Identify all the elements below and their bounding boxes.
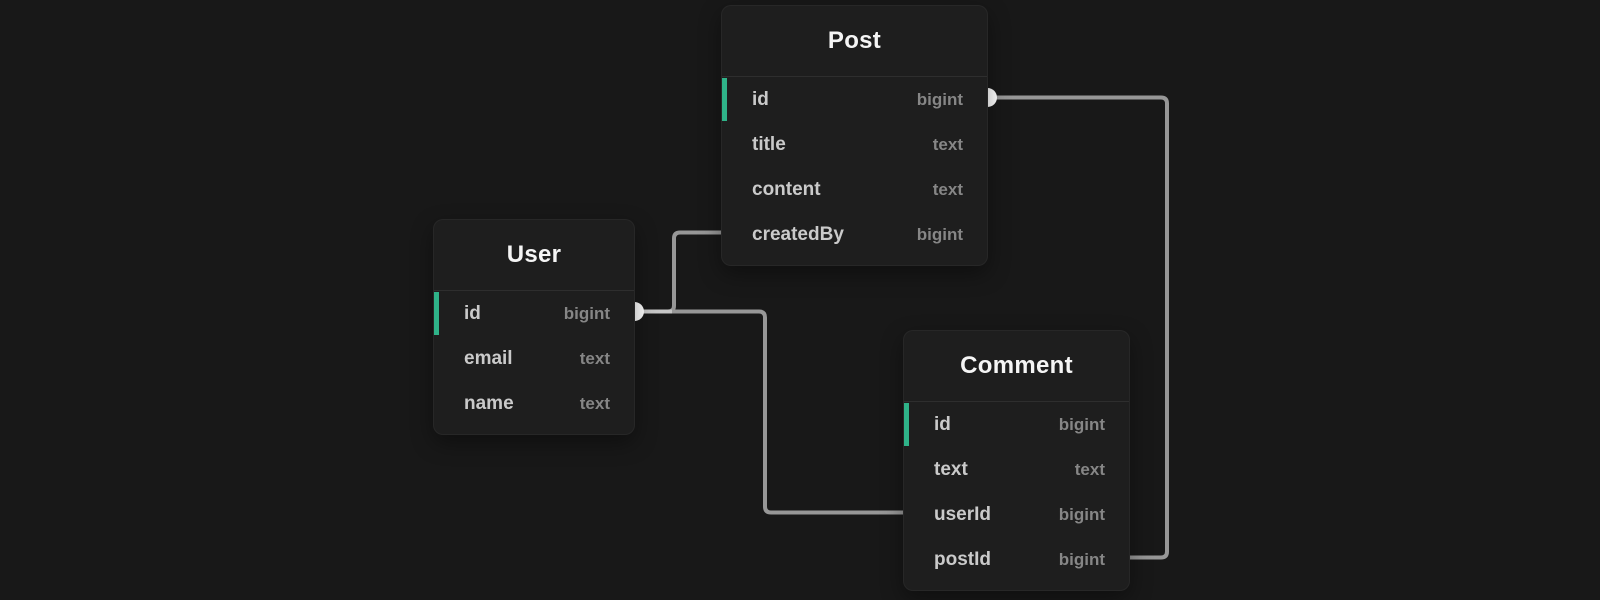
table-row: postId bigint [904,537,1129,582]
relation-edge-user-comment [635,309,904,515]
table-row: userId bigint [904,492,1129,537]
table-title: Post [827,27,882,54]
table-row: content text [722,167,987,212]
table-title: User [506,241,562,268]
field-name: title [752,133,786,155]
primary-key-indicator [434,292,439,335]
field-name: content [752,178,821,200]
table-node-user[interactable]: User id bigint email text name text [433,219,635,435]
field-type: bigint [916,89,963,109]
field-type: text [1074,459,1105,479]
field-name: postId [934,548,991,570]
field-name: name [464,392,514,414]
table-body: id bigint email text name text [434,291,634,434]
table-row: id bigint [434,291,634,336]
table-row: id bigint [904,402,1129,447]
field-name: id [464,302,481,324]
relation-edge-user-post [635,230,722,314]
relation-edge-post-comment [988,95,1169,560]
field-name: id [752,88,769,110]
table-row: name text [434,381,634,426]
table-header: User [434,220,634,291]
field-type: text [932,134,963,154]
field-type: text [932,179,963,199]
field-name: id [934,413,951,435]
table-row: createdBy bigint [722,212,987,257]
table-header: Post [722,6,987,77]
table-header: Comment [904,331,1129,402]
field-name: createdBy [752,223,844,245]
field-type: bigint [1058,504,1105,524]
field-type: text [579,348,610,368]
field-type: bigint [563,303,610,323]
field-type: bigint [1058,414,1105,434]
table-body: id bigint title text content text createdBy big… [722,77,987,265]
field-name: userId [934,503,992,525]
table-row: text text [904,447,1129,492]
table-row: title text [722,122,987,167]
field-type: text [579,393,610,413]
table-row: id bigint [722,77,987,122]
primary-key-indicator [904,403,909,446]
table-row: email text [434,336,634,381]
field-type: bigint [916,224,963,244]
field-name: email [464,347,513,369]
field-type: bigint [1058,549,1105,569]
primary-key-indicator [722,78,727,121]
field-name: text [934,458,968,480]
table-body: id bigint text text userId bigint postId bigint [904,402,1129,590]
table-node-post[interactable]: Post id bigint title text content text created… [721,5,988,266]
table-title: Comment [960,352,1073,379]
